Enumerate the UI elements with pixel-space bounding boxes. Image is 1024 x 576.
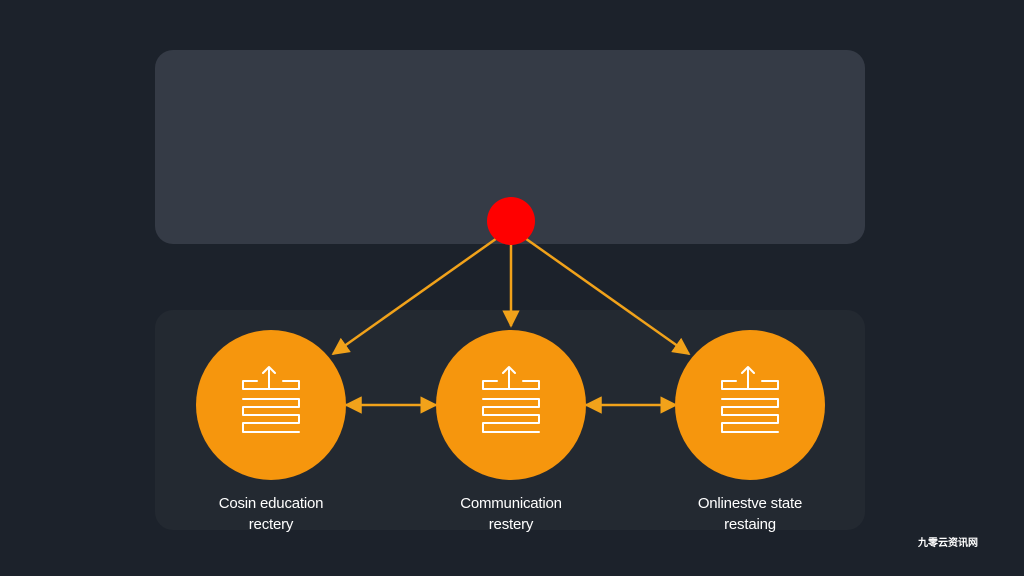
node-1-label: Cosin education rectery [171,493,371,535]
node-3 [675,330,825,480]
node-2-label: Communication restery [411,493,611,535]
node-3-label-line1: Onlinestve state [697,495,803,512]
upload-stack-icon [721,366,779,433]
upload-stack-icon [482,366,540,433]
node-1-label-line2: rectery [248,516,294,533]
watermark: 九零云资讯网 [918,538,978,549]
node-2-label-line2: restery [488,516,534,533]
node-2-label-line1: Communication [460,495,562,512]
arrow-hub-to-node-1 [331,234,501,356]
node-3-label-line2: restaing [724,516,776,533]
node-2 [436,330,586,480]
hub-node [487,197,535,245]
upload-stack-icon [242,366,300,433]
node-1-label-line1: Cosin education [218,495,324,512]
node-3-label: Onlinestve state restaing [650,493,850,535]
node-1 [196,330,346,480]
arrow-hub-to-node-3 [521,234,691,356]
